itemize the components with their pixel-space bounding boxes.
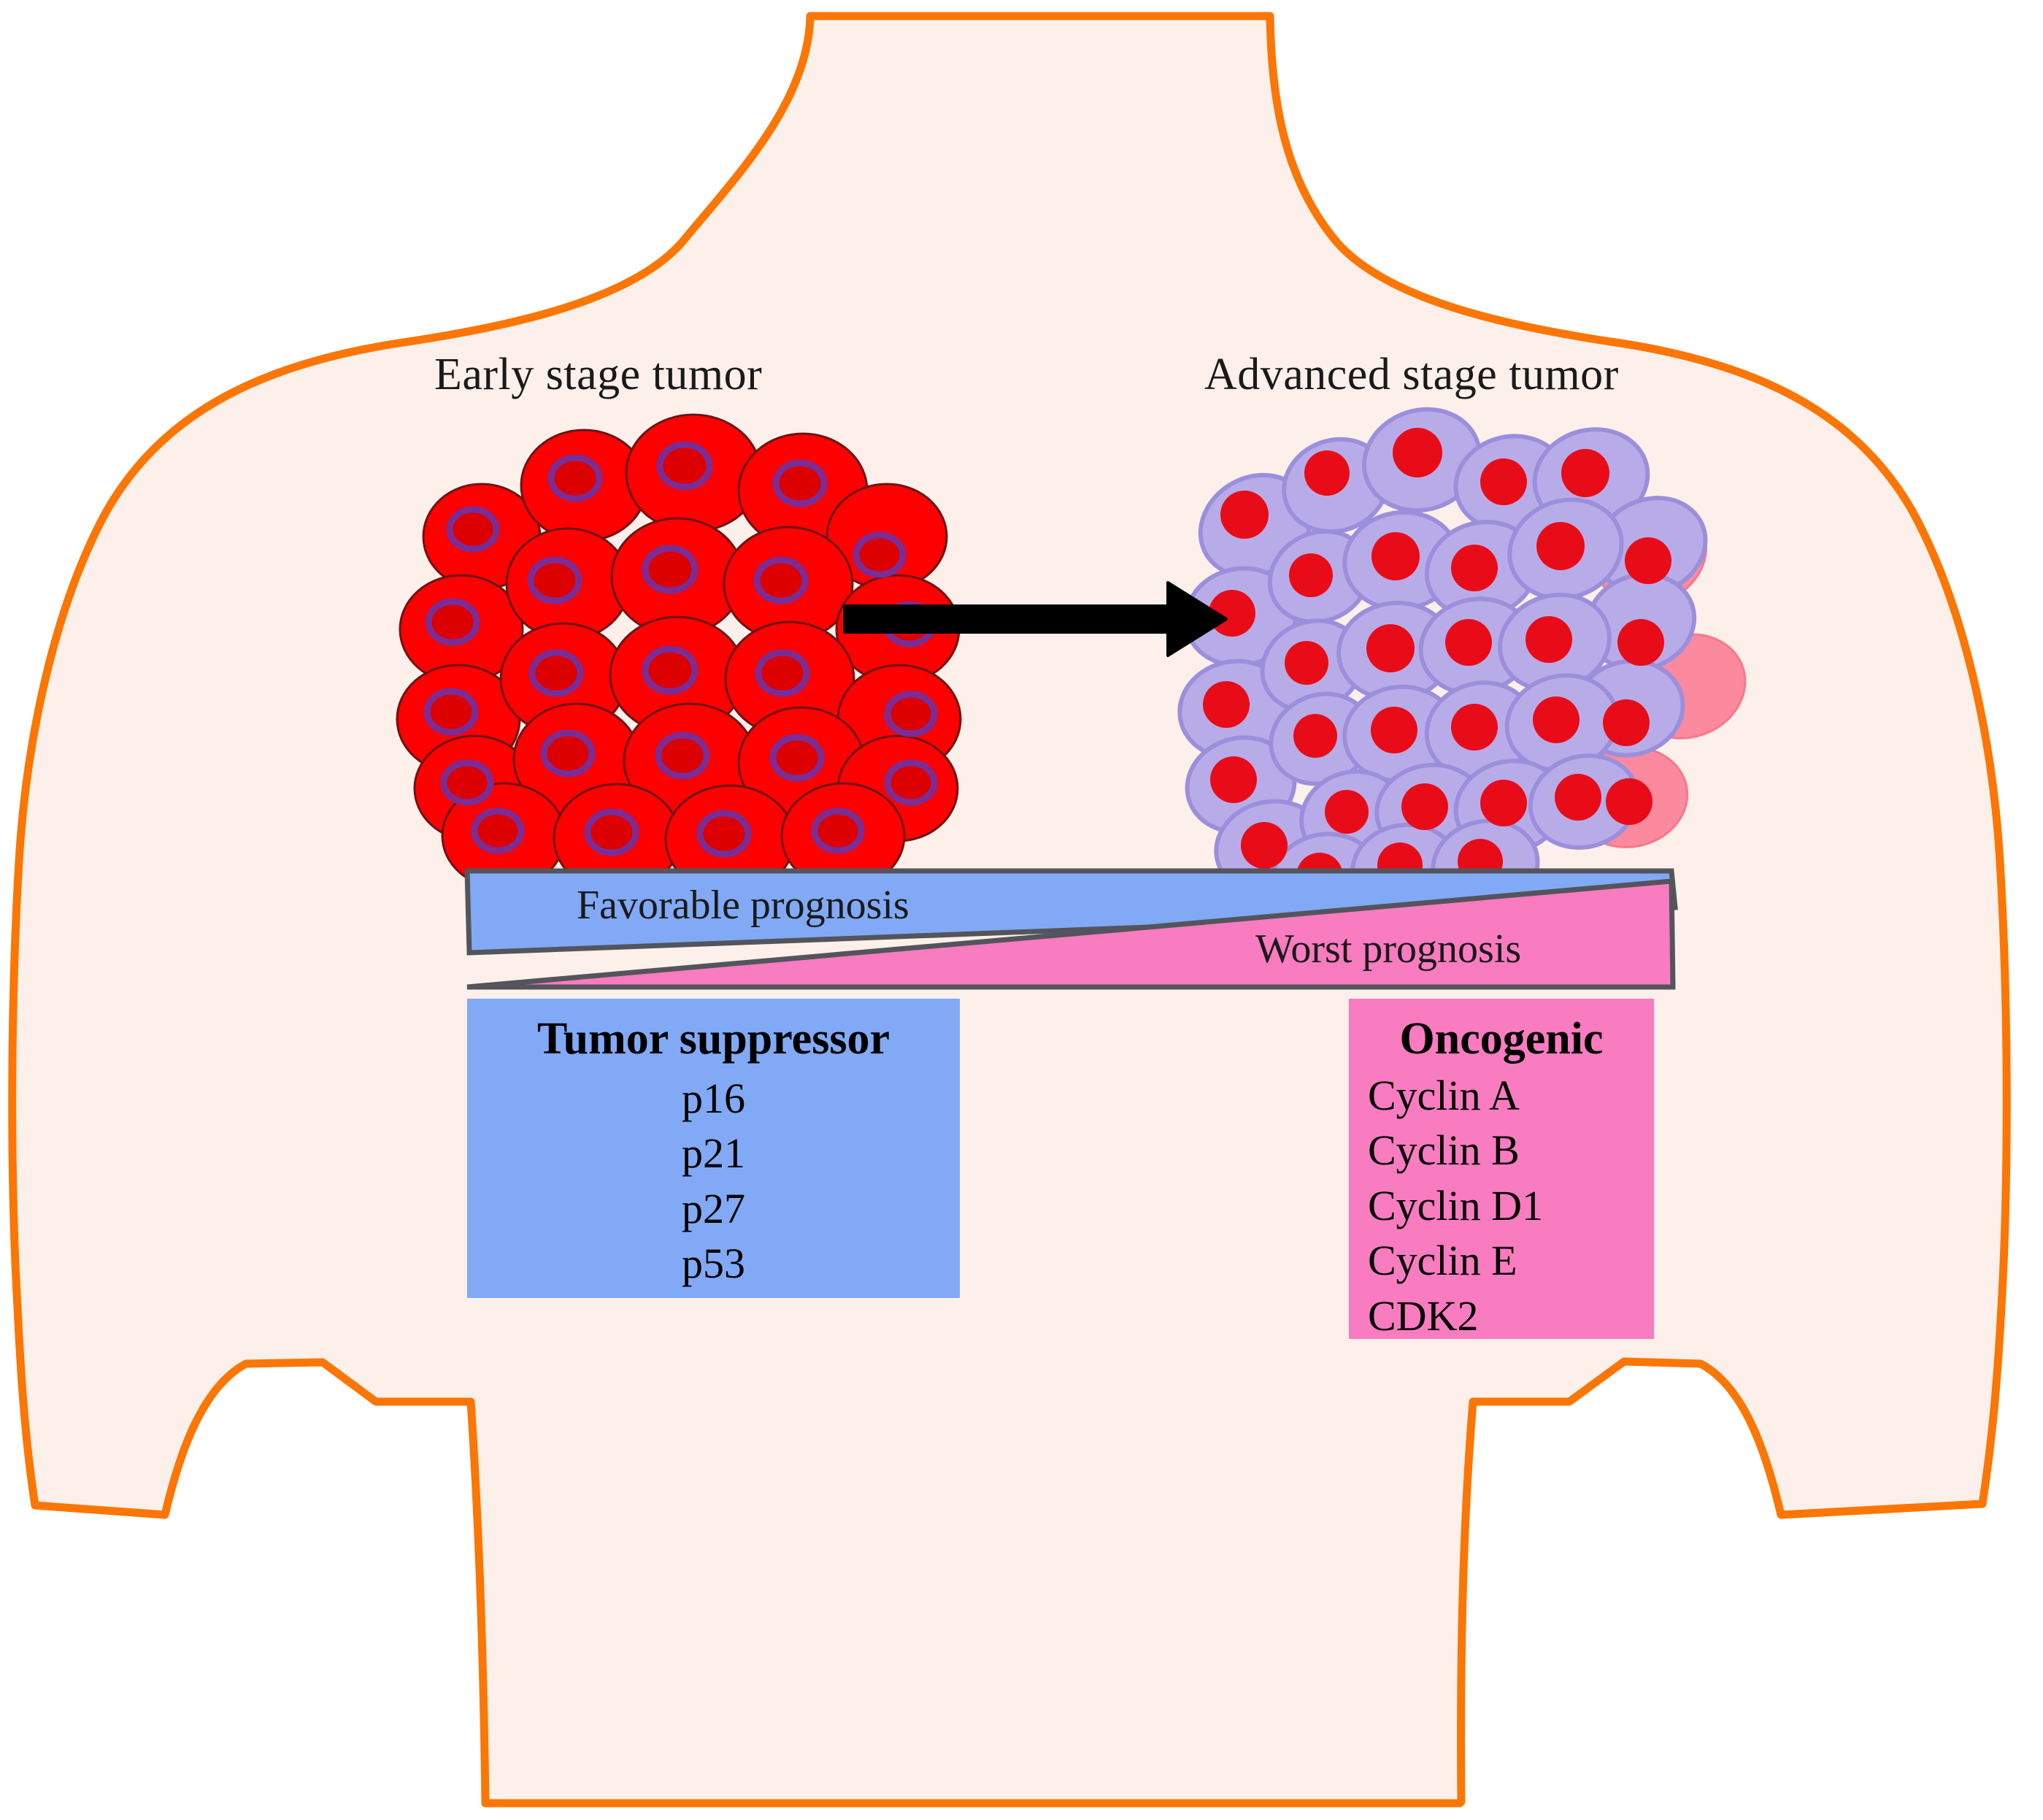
favorable-prognosis-label: Favorable prognosis <box>577 883 909 928</box>
oncogenic-list: Cyclin A Cyclin B Cyclin D1 Cyclin E CDK… <box>1349 1068 1654 1343</box>
oncogenic-box: Oncogenic Cyclin A Cyclin B Cyclin D1 Cy… <box>1349 999 1654 1340</box>
worst-prognosis-wedge <box>466 878 1676 990</box>
oncogenic-title: Oncogenic <box>1399 1014 1604 1064</box>
favorable-prognosis-wedge <box>464 868 1678 956</box>
list-item: p53 <box>682 1240 745 1288</box>
list-item: Cyclin D1 <box>1368 1181 1544 1229</box>
list-item: p27 <box>682 1184 745 1232</box>
tumor-suppressor-box: Tumor suppressor p16 p21 p27 p53 <box>467 999 960 1298</box>
list-item: p21 <box>682 1129 745 1178</box>
list-item: p16 <box>682 1074 745 1122</box>
list-item: Cyclin A <box>1368 1071 1520 1119</box>
tumor-suppressor-title: Tumor suppressor <box>537 1014 890 1064</box>
list-item: CDK2 <box>1368 1291 1479 1340</box>
early-stage-label: Early stage tumor <box>434 350 763 399</box>
list-item: Cyclin B <box>1368 1126 1520 1175</box>
tumor-suppressor-list: p16 p21 p27 p53 <box>467 1071 960 1291</box>
worst-prognosis-label: Worst prognosis <box>1255 926 1522 972</box>
advanced-stage-label: Advanced stage tumor <box>1204 350 1619 399</box>
list-item: Cyclin E <box>1368 1237 1517 1285</box>
